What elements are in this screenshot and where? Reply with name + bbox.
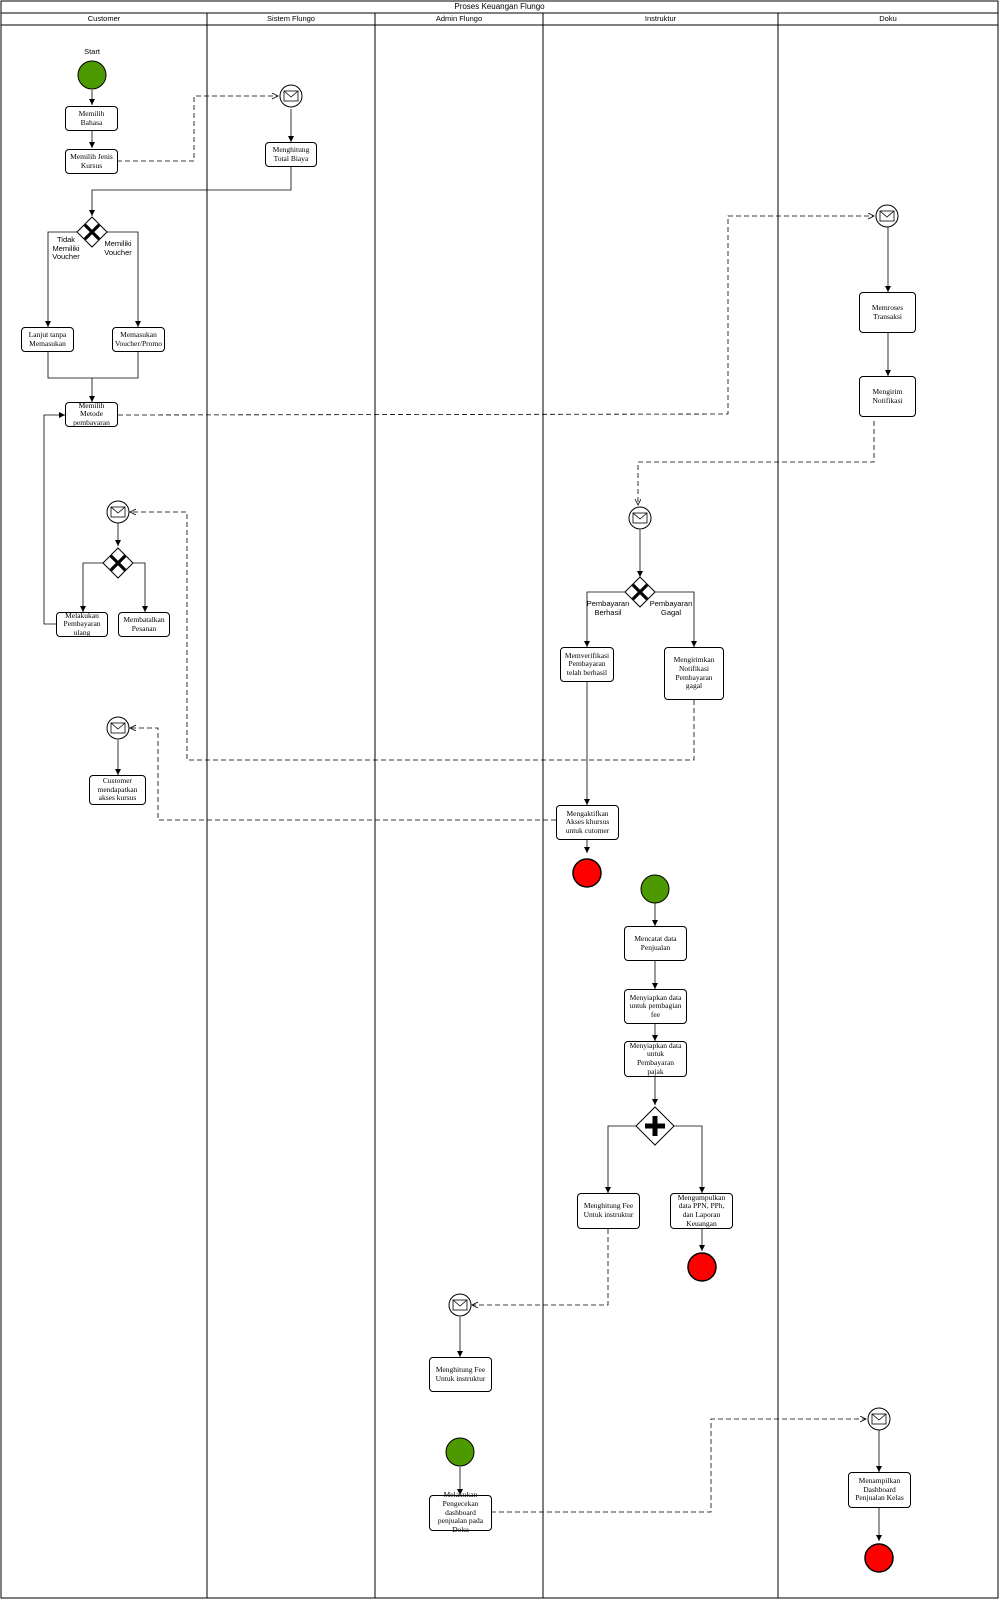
envelope-icon xyxy=(106,500,130,524)
envelope-icon xyxy=(875,204,899,228)
task-kumpulkan-ppn-pph[interactable]: Mengumpulkan data PPN, PPh, dan Laporan … xyxy=(670,1193,733,1229)
task-cek-dashboard-doku[interactable]: Melakukan Pengecekan dashboard penjualan… xyxy=(429,1491,492,1534)
task-siapkan-data-pajak[interactable]: Menyiapkan data untuk Pembayaran pajak xyxy=(624,1041,687,1077)
task-masukan-voucher[interactable]: Memasukan Voucher/Promo xyxy=(112,327,165,352)
envelope-icon xyxy=(867,1407,891,1431)
envelope-icon xyxy=(279,84,303,108)
lane-instruktur: Instruktur xyxy=(644,14,677,23)
task-proses-transaksi[interactable]: Memroses Transaksi xyxy=(859,292,916,333)
task-verifikasi-pembayaran[interactable]: Memverifikasi Pembayaran telah berhasil xyxy=(560,647,614,682)
sequence-flows xyxy=(43,90,891,1541)
task-hitung-fee-instruktur[interactable]: Menghitung Fee Untuk instruktur xyxy=(577,1193,640,1229)
task-hitung-fee-admin[interactable]: Menghitung Fee Untuk instruktur xyxy=(429,1357,492,1392)
task-hitung-total-biaya[interactable]: Menghitung Total Biaya xyxy=(265,142,317,167)
end-event xyxy=(864,1543,894,1573)
envelope-icon xyxy=(106,716,130,740)
task-customer-akses-kursus[interactable]: Customer mendapatkan akses kursus xyxy=(89,775,146,805)
no-voucher-label: Tidak Memiliki Voucher xyxy=(52,235,80,262)
lane-customer: Customer xyxy=(87,14,121,23)
lane-sistem-flungo: Sistem Flungo xyxy=(267,14,315,23)
task-notifikasi-gagal[interactable]: Mengirimkan Notifikasi Pembayaran gagal xyxy=(664,647,724,700)
exclusive-gateway-icon xyxy=(101,546,135,580)
start-event xyxy=(445,1437,475,1467)
task-pilih-metode-pembayaran[interactable]: Memilih Metode pembayaran xyxy=(65,401,118,427)
task-aktifkan-akses[interactable]: Mengaktifkan Akses khursus untuk cutomer xyxy=(556,805,619,840)
pool-title: Proses Keuangan Flungo xyxy=(454,2,545,11)
pay-failed-label: Pembayaran Gagal xyxy=(649,599,693,617)
task-pilih-jenis-kursus[interactable]: Memilih Jenis Kursus xyxy=(65,149,118,174)
start-label: Start xyxy=(84,47,100,56)
parallel-gateway-icon xyxy=(636,1107,674,1145)
lane-admin-flungo: Admin Flungo xyxy=(435,14,483,23)
task-lanjut-tanpa-voucher[interactable]: Lanjut tanpa Memasukan xyxy=(21,327,74,352)
start-event xyxy=(77,60,107,90)
task-batalkan-pesanan[interactable]: Membatalkan Pesanan xyxy=(118,612,170,637)
task-catat-penjualan[interactable]: Mencatat data Penjualan xyxy=(624,926,687,961)
has-voucher-label: Memiliki Voucher xyxy=(104,239,132,257)
envelope-icon xyxy=(628,506,652,530)
message-flows xyxy=(117,96,874,1513)
task-siapkan-data-fee[interactable]: Menyiapkan data untuk pembagian fee xyxy=(624,989,687,1024)
task-pilih-bahasa[interactable]: Memilih Bahasa xyxy=(65,106,118,131)
task-bayar-ulang[interactable]: Melakukan Pembayaran ulang xyxy=(56,611,108,637)
lane-doku: Doku xyxy=(879,14,897,23)
end-event xyxy=(687,1252,717,1282)
pay-success-label: Pembayaran Berhasil xyxy=(586,599,630,617)
envelope-icon xyxy=(448,1293,472,1317)
end-event xyxy=(572,858,602,888)
task-kirim-notifikasi[interactable]: Mengirim Notifikasi xyxy=(859,376,916,417)
task-tampilkan-dashboard[interactable]: Menampilkan Dashboard Penjualan Kelas xyxy=(848,1472,911,1508)
start-event xyxy=(640,874,670,904)
